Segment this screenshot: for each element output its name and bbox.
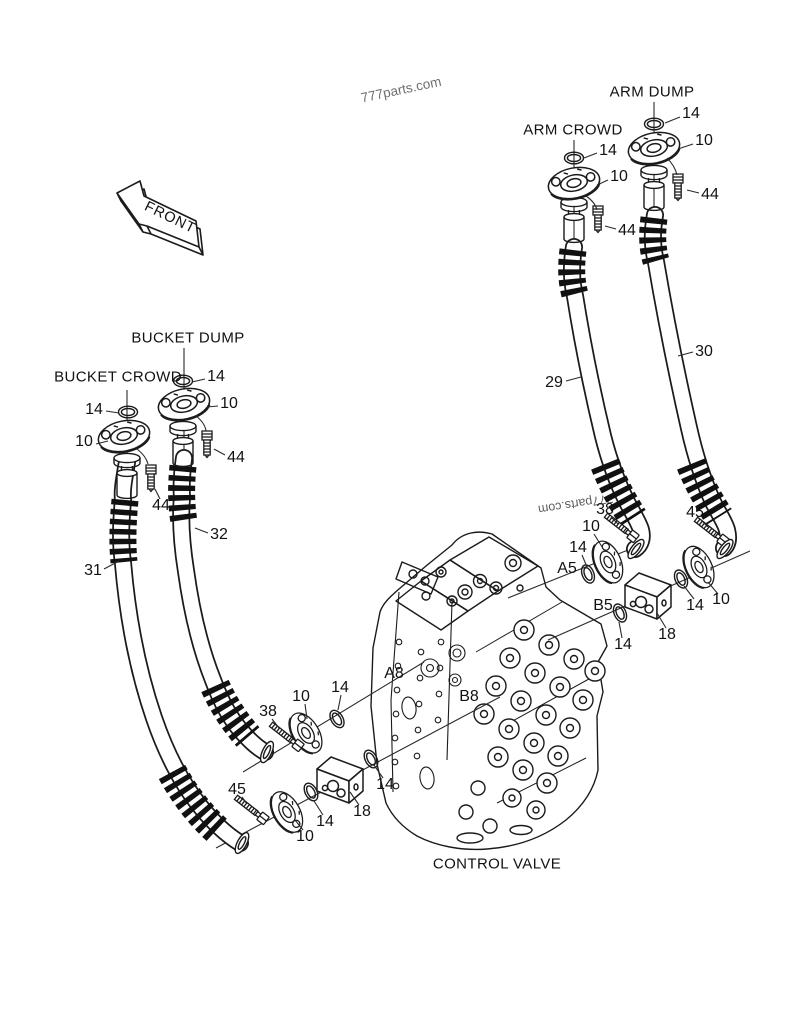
- hose-spring-guards: [109, 216, 732, 843]
- flange-10-a5: [585, 535, 630, 589]
- stud-45-left: [232, 792, 270, 826]
- watermark-top: 777parts.com: [360, 74, 443, 106]
- flange-10-arm-crowd: [544, 162, 604, 205]
- block-18-left: [316, 756, 364, 804]
- control-valve: [370, 531, 608, 851]
- bolt-44-arm-dump: [672, 173, 684, 202]
- hose-30: [643, 206, 737, 557]
- valve-left-panel: [390, 591, 466, 793]
- hose-29: [562, 238, 651, 558]
- front-arrow: FRONT: [116, 180, 204, 256]
- valve-top-nuts: [421, 554, 524, 607]
- front-arrow-front-face: [116, 180, 200, 248]
- oring-14-bucket-crowd: [117, 405, 139, 419]
- bolt-44-bucket-dump: [201, 430, 213, 459]
- axis-a5: [507, 541, 649, 599]
- bolt-44-bucket-crowd: [145, 464, 157, 493]
- leader-lines: [95, 116, 719, 831]
- flange-10-a8: [282, 706, 330, 760]
- bolt-44-arm-crowd: [592, 205, 604, 234]
- block-18-right: [624, 572, 672, 620]
- flange-10-bucket-crowd: [94, 415, 154, 458]
- valve-spool-caps: [458, 619, 606, 834]
- hoses: [109, 206, 737, 852]
- flange-10-b8: [263, 785, 310, 839]
- oring-14-bucket-dump: [172, 374, 194, 388]
- flange-10-arm-dump: [624, 127, 684, 170]
- flange-10-bucket-dump: [154, 383, 214, 426]
- watermark-middle: 777parts.com: [537, 491, 614, 517]
